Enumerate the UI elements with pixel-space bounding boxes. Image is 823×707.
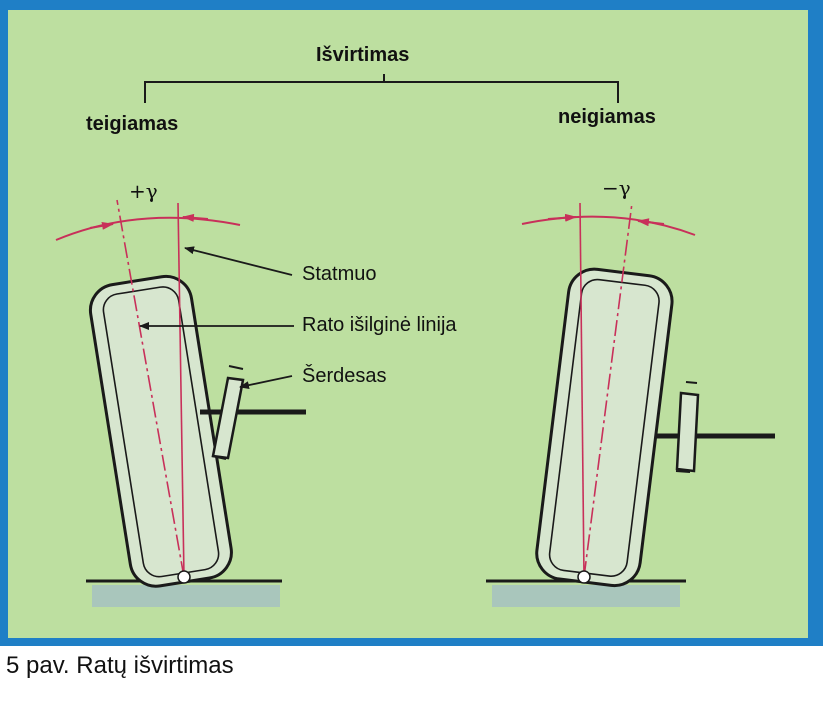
right-arc-arrow-b (637, 218, 665, 227)
caption-strip (0, 646, 823, 707)
arrow-icon (239, 375, 293, 390)
right-angle-arc (521, 215, 696, 236)
arrow-icon (184, 246, 293, 276)
left-arc-arrow-b (182, 213, 209, 222)
bracket (144, 74, 619, 103)
left-angle-label: +γ (129, 179, 158, 203)
left-heading: teigiamas (86, 113, 179, 135)
figure-caption: 5 pav. Ratų išvirtimas (6, 652, 234, 679)
vertical-callout: Statmuo (302, 263, 377, 285)
right-kingpin (675, 381, 700, 473)
centerline-callout: Rato išilginė linija (302, 314, 457, 336)
right-wheel-centerline (583, 202, 633, 578)
left-vertical-line (177, 202, 185, 578)
right-vertical-line (579, 202, 585, 578)
left-contact-point (177, 570, 191, 584)
bracket-title: Išvirtimas (316, 44, 410, 66)
right-angle-label: −γ (602, 176, 631, 200)
right-contact-point (577, 570, 591, 584)
ground-shadow-right (492, 585, 680, 607)
left-kingpin (211, 365, 245, 460)
right-heading: neigiamas (558, 106, 656, 128)
kingpin-callout: Šerdesas (302, 365, 387, 387)
left-angle-arc (55, 216, 241, 241)
right-arc-arrow-a (547, 213, 577, 222)
left-arc-arrow-a (89, 221, 114, 230)
ground-shadow-left (92, 585, 280, 607)
left-wheel-centerline (116, 199, 185, 578)
